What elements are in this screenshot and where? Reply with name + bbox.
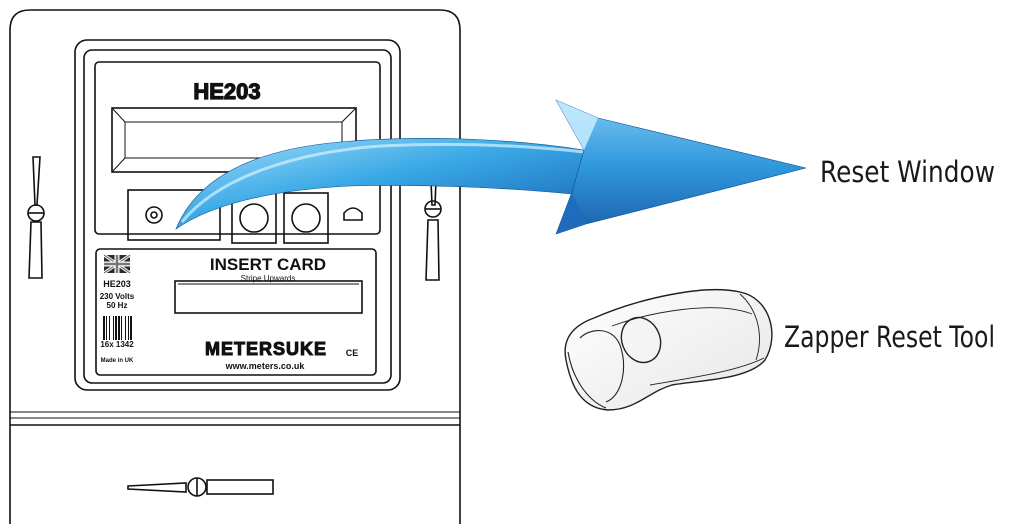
card-slot-title: INSERT CARD bbox=[210, 255, 326, 274]
brand-name: METERSUKE bbox=[205, 339, 327, 359]
barcode-bar bbox=[125, 316, 126, 340]
plate-voltage: 230 Volts bbox=[100, 292, 135, 301]
card-slot bbox=[174, 280, 363, 314]
website: www.meters.co.uk bbox=[225, 361, 306, 371]
barcode-bar bbox=[103, 316, 105, 340]
barcode-bar bbox=[106, 316, 107, 340]
barcode-bar bbox=[118, 316, 120, 340]
front-panel-inner bbox=[83, 49, 392, 384]
barcode-bar bbox=[130, 316, 132, 340]
left-seal-clip bbox=[27, 156, 45, 279]
uk-flag-icon bbox=[103, 253, 131, 275]
arrow-shaft bbox=[175, 137, 591, 230]
card-plate bbox=[95, 248, 377, 376]
indicator-led bbox=[343, 207, 363, 221]
barcode-bar bbox=[115, 316, 117, 340]
reset-window-label: Reset Window bbox=[820, 155, 995, 189]
electricity-meter bbox=[9, 9, 461, 524]
barcode-bar bbox=[109, 316, 110, 340]
front-panel-outer bbox=[74, 39, 401, 391]
button-right-housing bbox=[283, 192, 329, 244]
barcode-bar bbox=[121, 316, 122, 340]
reset-window bbox=[127, 189, 221, 241]
meter-housing-outline bbox=[9, 9, 461, 524]
plate-model: HE203 bbox=[103, 279, 131, 289]
card-slot-subtitle: Stripe Upwards bbox=[241, 274, 296, 283]
barcode-bar bbox=[113, 316, 114, 340]
meter-model-title: HE203 bbox=[193, 79, 260, 104]
zapper-tool-icon bbox=[564, 289, 773, 411]
ce-mark: CE bbox=[346, 348, 359, 358]
plate-made-in: Made in UK bbox=[101, 358, 134, 364]
plate-frequency: 50 Hz bbox=[107, 301, 128, 310]
barcode-icon bbox=[103, 316, 132, 340]
bottom-seal-clip bbox=[127, 477, 274, 497]
plate-serial: 16x 1342 bbox=[100, 340, 134, 349]
zapper-tool-label: Zapper Reset Tool bbox=[784, 320, 995, 354]
arrow-icon bbox=[175, 99, 807, 235]
barcode-bar bbox=[128, 316, 129, 340]
